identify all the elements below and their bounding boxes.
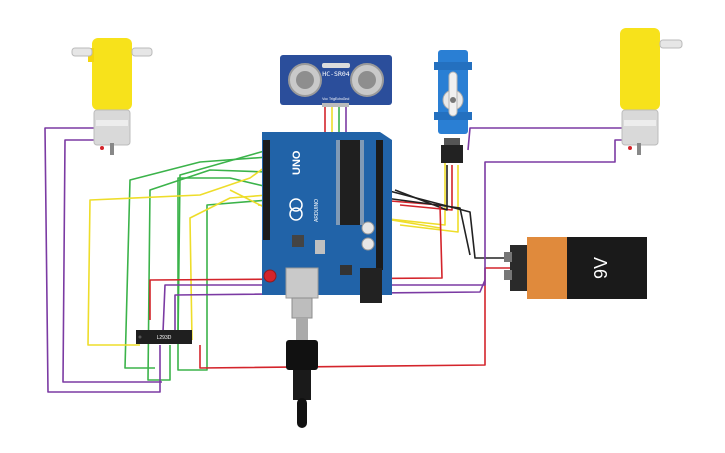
motor-can-band xyxy=(96,120,128,126)
arduino-logo-icon xyxy=(289,198,303,212)
crystal xyxy=(315,240,325,254)
analog-header xyxy=(376,140,383,270)
reset-chip xyxy=(292,235,304,247)
capacitor xyxy=(361,221,375,235)
servo-horn-arm xyxy=(448,71,458,117)
usb-cable[interactable] xyxy=(286,297,318,428)
wire-purple-right-1[interactable] xyxy=(467,127,628,151)
wire-purple-right-2[interactable] xyxy=(162,139,628,333)
motor-can xyxy=(93,109,131,146)
sensor-pin-vcc: Vcc xyxy=(322,97,328,101)
usb-cable-wire xyxy=(297,398,307,428)
sensor-pin-echo: Echo xyxy=(335,97,343,101)
battery-label: 9V xyxy=(591,257,611,279)
usb-port xyxy=(285,267,319,299)
wire-green-2[interactable] xyxy=(147,169,269,381)
motor-lead-red xyxy=(100,146,104,150)
motor-body xyxy=(92,38,132,110)
sensor-transducer-left-core xyxy=(296,71,314,89)
wire-servo-red[interactable] xyxy=(399,165,453,211)
left-gear-motor[interactable] xyxy=(71,38,153,155)
motor-terminal xyxy=(637,143,641,155)
wire-yellow-1[interactable] xyxy=(87,164,269,346)
sensor-label: HC-SR04 xyxy=(322,70,349,78)
chip-pins-left xyxy=(336,140,340,225)
servo-mount-top xyxy=(434,62,472,70)
driver-chip-body xyxy=(136,330,192,344)
wire-purple-left-1[interactable] xyxy=(44,127,161,393)
usb-cable-boot xyxy=(293,370,311,400)
ultrasonic-sensor[interactable]: HC-SR04 Vcc Trig Echo Gnd xyxy=(280,55,392,107)
wire-purple-left-2[interactable] xyxy=(62,139,162,383)
motor-shaft xyxy=(71,47,93,57)
motor-can-band xyxy=(624,120,656,126)
wire-green-1[interactable] xyxy=(124,156,269,369)
right-gear-motor[interactable] xyxy=(620,28,683,155)
battery-terminal-pos xyxy=(504,252,512,262)
sensor-transducer-right-core xyxy=(358,71,376,89)
battery-terminal-cap xyxy=(510,245,527,291)
motor-shaft xyxy=(659,39,683,49)
wire-power-black-1[interactable] xyxy=(377,187,510,259)
board-model-label: UNO xyxy=(291,150,303,175)
driver-chip-notch xyxy=(138,335,142,339)
arduino-uno-board[interactable]: UNO ARDUINO xyxy=(262,132,392,303)
driver-chip-label: L293D xyxy=(157,335,172,341)
motor-driver-chip[interactable]: L293D xyxy=(136,330,192,344)
digital-header xyxy=(263,140,270,240)
voltage-regulator xyxy=(340,265,352,275)
wire-green-3[interactable] xyxy=(177,177,269,371)
battery-terminal-neg xyxy=(504,270,512,280)
power-jack xyxy=(360,268,382,303)
reset-button[interactable] xyxy=(263,269,277,283)
arduino-logo-icon-2 xyxy=(289,207,303,221)
wire-yellow-2[interactable] xyxy=(189,194,269,341)
motor-lead-red xyxy=(628,146,632,150)
wire-power-black-2[interactable] xyxy=(384,197,471,256)
usb-plug-housing xyxy=(286,340,318,370)
battery-accent xyxy=(527,237,567,299)
motor-body xyxy=(620,28,660,110)
servo-motor[interactable] xyxy=(434,50,472,163)
wire-power-red-2[interactable] xyxy=(199,267,510,369)
chip-pins-right xyxy=(360,140,364,225)
atmega-chip xyxy=(340,140,360,225)
wire-servo-signal[interactable] xyxy=(399,165,459,233)
usb-plug-metal xyxy=(291,297,313,319)
motor-shaft-right xyxy=(131,47,153,57)
servo-cable xyxy=(444,138,460,145)
usb-plug-neck xyxy=(296,318,308,340)
sensor-crystal xyxy=(322,63,350,68)
battery-9v[interactable]: 9V xyxy=(504,237,647,299)
board-brand-label: ARDUINO xyxy=(314,199,320,222)
motor-can xyxy=(621,109,659,146)
sensor-pin-header xyxy=(322,103,349,107)
sensor-pin-gnd: Gnd xyxy=(343,97,350,101)
sensor-pin-trig: Trig xyxy=(329,97,335,101)
servo-screw xyxy=(450,97,456,103)
capacitor-2 xyxy=(361,237,375,251)
motor-terminal xyxy=(110,143,114,155)
servo-connector xyxy=(441,145,463,163)
